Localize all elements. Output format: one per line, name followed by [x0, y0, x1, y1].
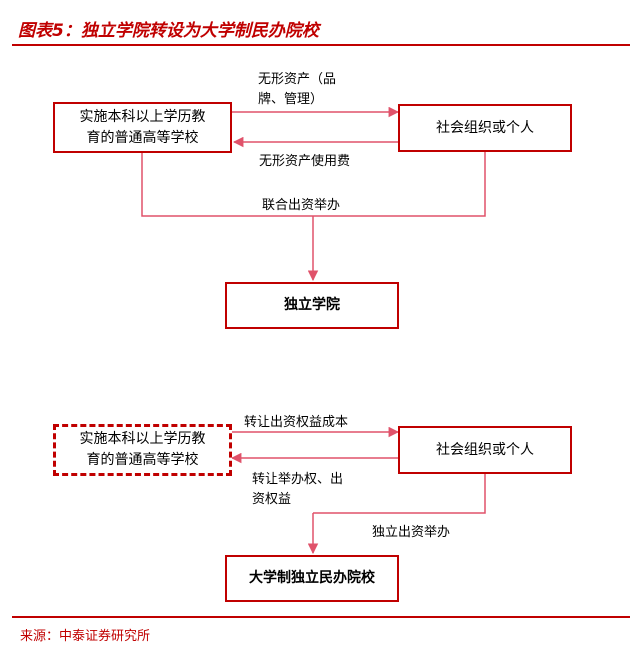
box-line: 育的普通高等学校 [86, 452, 199, 468]
label-intangible-assets: 无形资产（品 牌、管理） [258, 70, 336, 109]
label-line: 资权益 [252, 491, 292, 507]
line-school-to-joint [141, 153, 313, 217]
box-private-university: 大学制独立民办院校 [225, 555, 399, 602]
label-intangible-fee: 无形资产使用费 [259, 154, 351, 169]
box-regular-university-2: 实施本科以上学历教 育的普通高等学校 [53, 424, 232, 476]
label-solo-funding: 独立出资举办 [372, 525, 451, 540]
title-divider [12, 44, 630, 46]
box-line: 育的普通高等学校 [86, 129, 199, 146]
box-line: 实施本科以上学历教 [79, 108, 206, 125]
box-regular-university-1: 实施本科以上学历教 育的普通高等学校 [53, 102, 232, 153]
box-label: 社会组织或个人 [436, 441, 534, 458]
box-label: 独立学院 [284, 297, 340, 313]
label-line: 转让举办权、出 [252, 472, 344, 487]
label-line: 牌、管理） [258, 91, 324, 107]
box-line: 实施本科以上学历教 [79, 431, 206, 447]
footer-divider [12, 616, 630, 618]
box-label: 大学制独立民办院校 [249, 570, 375, 586]
line-social-to-joint [313, 152, 486, 217]
box-independent-college: 独立学院 [225, 282, 399, 329]
figure-title: 图表5：独立学院转设为大学制民办院校 [18, 21, 319, 41]
label-line: 无形资产（品 [258, 72, 337, 87]
source-note: 来源：中泰证券研究所 [20, 629, 151, 644]
label-transfer-rights: 转让举办权、出 资权益 [252, 470, 343, 509]
label-transfer-cost: 转让出资权益成本 [244, 415, 349, 430]
box-social-org-1: 社会组织或个人 [398, 104, 572, 152]
label-joint-funding: 联合出资举办 [262, 198, 341, 213]
box-label: 社会组织或个人 [436, 119, 534, 136]
box-social-org-2: 社会组织或个人 [398, 426, 572, 474]
line-social-to-solo [313, 474, 486, 514]
